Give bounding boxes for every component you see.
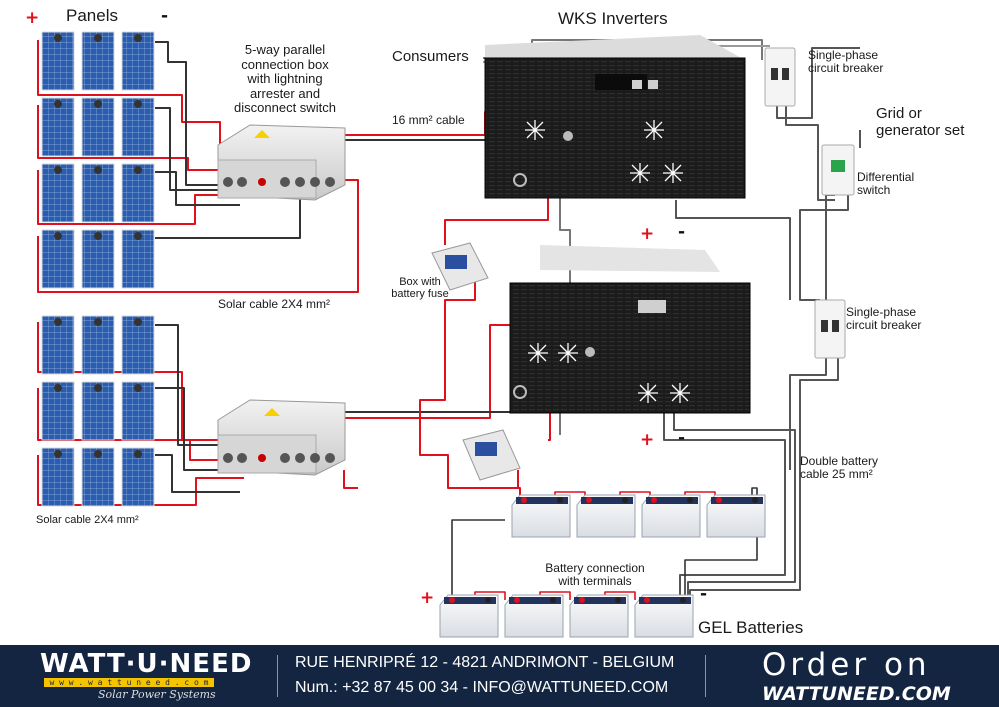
diagram-drawing — [37, 31, 861, 638]
footer-divider — [705, 655, 706, 697]
breaker-top-line: Single-phase — [808, 48, 879, 62]
double-battery-line: Double battery — [800, 454, 879, 468]
brand-tagline: Solar Power Systems — [98, 688, 216, 701]
battery-connection-line: Battery connection — [545, 561, 645, 575]
breaker-mid-line: circuit breaker — [846, 318, 922, 333]
minus-sign: - — [678, 222, 686, 242]
breaker-mid — [814, 299, 846, 359]
solar-cable-bottom-label: Solar cable 2X4 mm² — [36, 514, 139, 526]
differential-line: switch — [857, 183, 891, 198]
plus-sign: + — [420, 588, 435, 608]
differential-line: Differential — [857, 170, 915, 184]
plus-sign: + — [640, 430, 655, 450]
fuse-box-line: Box with — [399, 276, 441, 288]
connection-box-top — [217, 124, 346, 201]
minus-sign: - — [700, 584, 708, 604]
connection-box-line: connection box — [241, 56, 329, 72]
double-battery-line: cable 25 mm² — [800, 467, 873, 482]
brand-name: WATT·U·NEED — [40, 649, 253, 679]
panels-title: Panels — [66, 6, 118, 25]
connection-box-line: 5-way parallel — [244, 42, 326, 57]
connection-box-line: with lightning — [247, 71, 323, 87]
footer-bar: WATT·U·NEED w w w . w a t t u n e e d . … — [0, 645, 999, 707]
gel-batteries-label: GEL Batteries — [698, 618, 804, 637]
fuse-box-line: battery fuse — [391, 288, 449, 301]
fuse-box-label: Box with battery fuse — [375, 276, 465, 301]
breaker-top-label: Single-phase circuit breaker — [808, 48, 884, 76]
breaker-mid-label: Single-phase circuit breaker — [846, 305, 922, 333]
fuse-box-bottom — [462, 429, 521, 481]
wiring-diagram: Panels WKS Inverters Consumers 5-way par… — [25, 6, 965, 638]
address-text: RUE HENRIPRÉ 12 - 4821 ANDRIMONT - BELGI… — [295, 654, 675, 671]
double-battery-label: Double battery cable 25 mm² — [800, 454, 879, 482]
order-heading: Order on — [762, 647, 931, 683]
plus-sign: + — [25, 8, 40, 28]
brand-url: w w w . w a t t u n e e d . c o m — [44, 678, 214, 687]
solar-cable-top-label: Solar cable 2X4 mm² — [218, 297, 331, 311]
connection-box-label: 5-way parallel connection box with light… — [222, 42, 348, 116]
differential-label: Differential switch — [857, 170, 915, 198]
breaker-top-line: circuit breaker — [808, 61, 884, 76]
fuse-box-top — [431, 242, 489, 291]
contact-text[interactable]: Num.: +32 87 45 00 34 - INFO@WATTUNEED.C… — [295, 679, 669, 696]
order-link[interactable]: WATTUNEED.COM — [762, 683, 951, 705]
battery-connection-line: with terminals — [558, 574, 632, 589]
cable-16-label: 16 mm² cable — [392, 113, 465, 127]
battery-connection-label: Battery connection with terminals — [545, 561, 645, 589]
grid-label: Grid or generator set — [876, 105, 965, 140]
minus-sign: - — [678, 428, 686, 448]
breaker-mid-line: Single-phase — [846, 305, 917, 319]
brand-logo[interactable]: WATT·U·NEED w w w . w a t t u n e e d . … — [40, 649, 253, 701]
grid-line: generator set — [876, 121, 965, 139]
panel-array-bottom — [41, 315, 155, 507]
inverter-bottom — [509, 245, 751, 414]
grid-line: Grid or — [876, 105, 922, 122]
inverter-top — [484, 35, 746, 199]
connection-box-line: arrester and — [249, 85, 321, 101]
differential-switch — [821, 144, 855, 196]
connection-box-bottom — [217, 399, 346, 476]
inverters-title: WKS Inverters — [558, 9, 668, 28]
minus-sign: - — [161, 6, 169, 26]
consumers-label: Consumers — [392, 48, 469, 65]
connection-box-line: disconnect switch — [234, 100, 336, 116]
panel-array-top — [41, 31, 155, 289]
breaker-top — [764, 47, 796, 107]
footer-divider — [277, 655, 278, 697]
plus-sign: + — [640, 224, 655, 244]
